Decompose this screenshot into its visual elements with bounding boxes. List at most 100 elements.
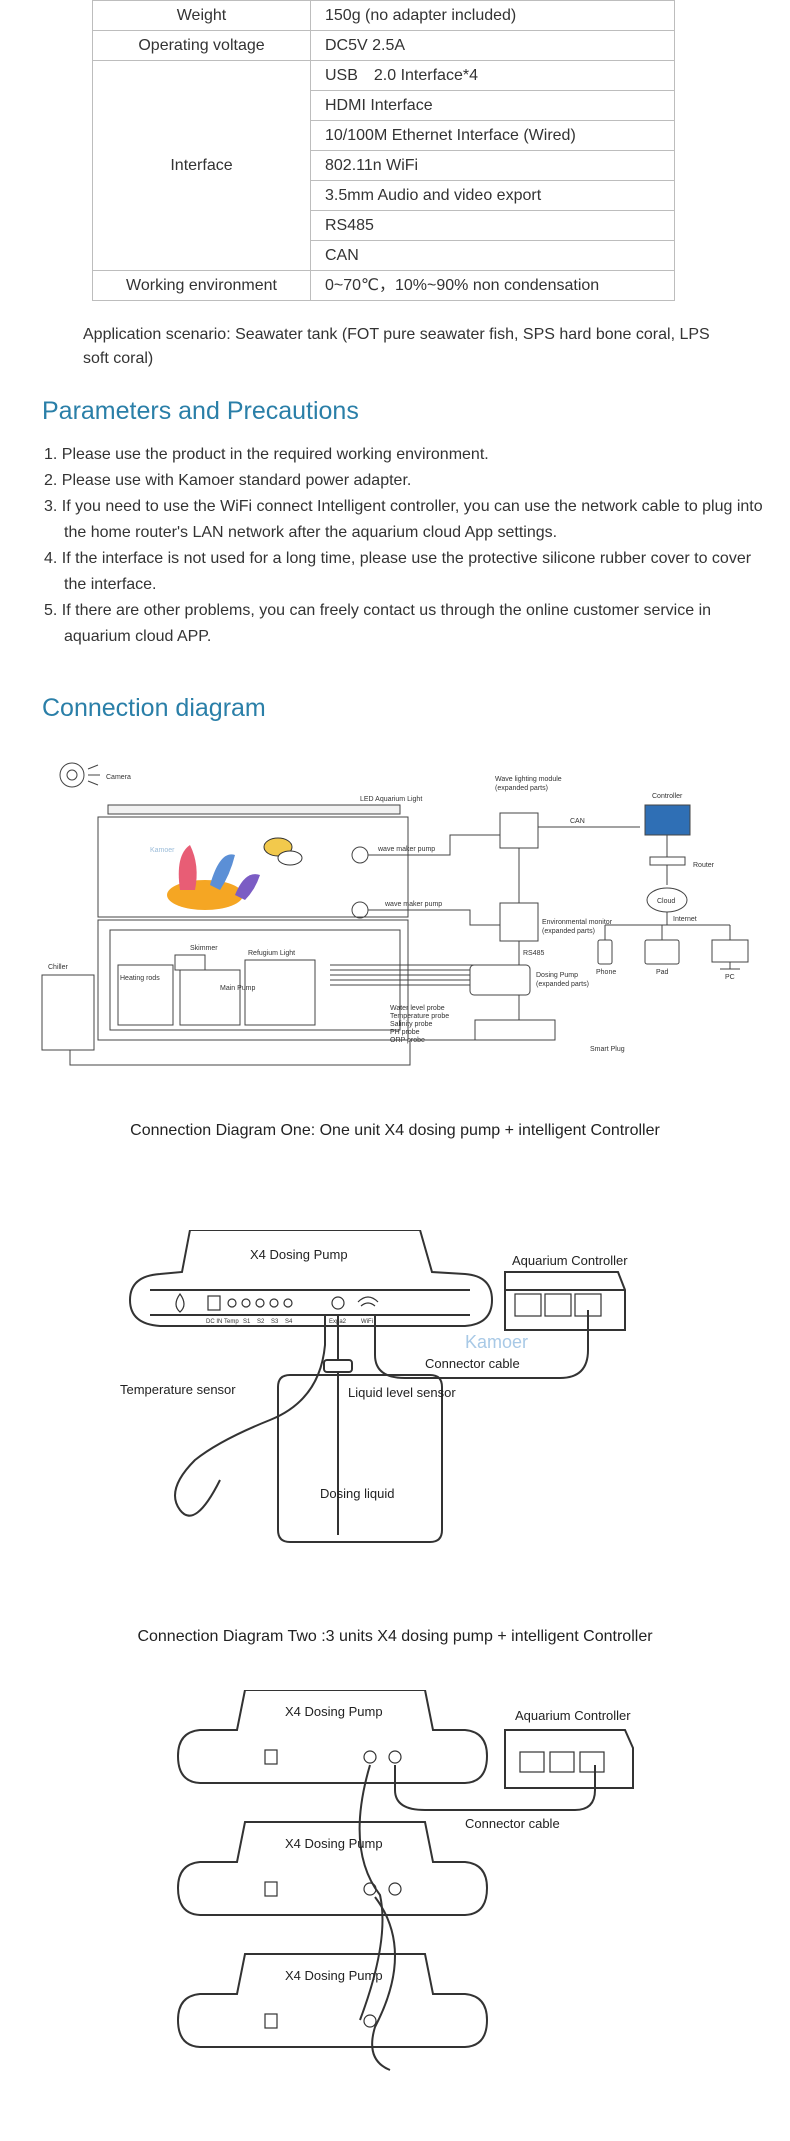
daisy-chain-cable-2 — [371, 1896, 396, 2071]
led-label: LED Aquarium Light — [360, 796, 422, 803]
spec-value: 802.11n WiFi — [310, 150, 675, 181]
caption-diagram-one: Connection Diagram One: One unit X4 dosi… — [130, 1122, 660, 1139]
port-label: Temp — [224, 1319, 239, 1325]
dosing-label: Dosing Pump — [536, 972, 578, 979]
environmental-monitor — [499, 902, 539, 942]
wave-lighting-module — [499, 812, 539, 849]
wave-pump-label-1: wave maker pump — [377, 846, 435, 853]
daisy-chain-cable-1 — [358, 1764, 384, 2021]
spec-value: 150g (no adapter included) — [310, 0, 675, 31]
led-light-bar — [107, 804, 401, 815]
expansion-port — [331, 1296, 345, 1310]
cable-label: Connector cable — [425, 1356, 520, 1371]
heating-label: Heating rods — [120, 975, 160, 982]
orp-label: ORP probe — [390, 1037, 425, 1044]
port-label: DC IN — [206, 1319, 222, 1325]
spec-value: CAN — [310, 240, 675, 271]
pad-label: Pad — [656, 969, 669, 976]
phone-label: Phone — [596, 969, 616, 976]
dosing-expanded-label: (expanded parts) — [536, 981, 589, 988]
phone-icon — [597, 939, 613, 965]
table-row: HDMI Interface — [93, 90, 675, 121]
internet-label: Internet — [673, 916, 697, 923]
pump-title: X4 Dosing Pump — [250, 1247, 348, 1262]
camera-label: Camera — [106, 774, 131, 781]
spec-key: Operating voltage — [92, 30, 311, 61]
pad-icon — [644, 939, 680, 965]
three-pump-diagram: X4 Dosing Pump X4 Dosing Pump X4 Dosing … — [176, 1690, 634, 2071]
controller-unit — [644, 804, 691, 836]
ph-label: PH probe — [390, 1029, 420, 1036]
can-label: CAN — [570, 818, 585, 825]
list-item: 3. If you need to use the WiFi connect I… — [44, 498, 763, 541]
controller-title: Aquarium Controller — [512, 1253, 628, 1268]
chiller-unit — [41, 974, 95, 1051]
list-item: 5. If there are other problems, you can … — [44, 602, 712, 645]
spec-value: HDMI Interface — [310, 90, 675, 121]
dosing-liquid-container — [277, 1374, 443, 1543]
precautions-list: 1. Please use the product in the require… — [44, 442, 764, 650]
list-item: 2. Please use with Kamoer standard power… — [44, 472, 412, 489]
smart-plug-label: Smart Plug — [590, 1046, 625, 1053]
refugium-label: Refugium Light — [248, 950, 295, 957]
table-row: 10/100M Ethernet Interface (Wired) — [93, 120, 675, 151]
application-scenario: Application scenario: Seawater tank (FOT… — [83, 326, 710, 367]
dc-in-port — [207, 1295, 221, 1311]
pc-label: PC — [725, 974, 735, 981]
router-label: Router — [693, 862, 715, 869]
spec-value: 3.5mm Audio and video export — [310, 180, 675, 211]
table-row: CAN — [93, 240, 675, 271]
temperature-sensor-cable — [174, 1315, 326, 1517]
list-item: 1. Please use the product in the require… — [44, 446, 489, 463]
connector-cable — [394, 1765, 596, 1811]
main-pump-label: Main Pump — [220, 985, 256, 992]
spec-key: Working environment — [92, 270, 311, 301]
camera-icon — [59, 762, 85, 788]
dosing-pump-unit — [469, 964, 531, 996]
cloud-label: Cloud — [657, 898, 675, 905]
params-heading: Parameters and Precautions — [42, 397, 359, 425]
dosing-liquid-label: Dosing liquid — [320, 1486, 394, 1501]
connection-heading: Connection diagram — [42, 694, 266, 722]
aquarium-controller-body — [504, 1729, 634, 1789]
table-row: Weight 150g (no adapter included) — [92, 0, 675, 31]
wave-pump-label-2: wave maker pump — [384, 901, 442, 908]
pc-icon — [711, 939, 749, 963]
controller-label: Controller — [652, 793, 683, 800]
pump-title-2: X4 Dosing Pump — [285, 1836, 383, 1851]
system-connection-diagram: Camera LED Aquarium Light Wave lighting … — [41, 762, 749, 1066]
router-icon — [649, 856, 686, 866]
table-row: Operating voltage DC5V 2.5A — [92, 30, 675, 61]
cable-label: Connector cable — [465, 1816, 560, 1831]
dosing-pump-body-1 — [176, 1690, 489, 1784]
water-level-label: Water level probe — [390, 1005, 445, 1012]
skimmer-label: Skimmer — [190, 945, 218, 952]
aquarium-tank — [97, 816, 409, 918]
spec-key: Weight — [92, 0, 311, 31]
env-monitor-label: Environmental monitor — [542, 919, 613, 926]
coral-illustration — [167, 837, 303, 910]
salinity-label: Salinity probe — [390, 1021, 433, 1028]
dosing-pump-body-2 — [176, 1821, 489, 1916]
level-sensor-label: Liquid level sensor — [348, 1385, 456, 1400]
pump-title-3: X4 Dosing Pump — [285, 1968, 383, 1983]
spec-value: USB 2.0 Interface*4 — [310, 60, 675, 91]
spec-value: 10/100M Ethernet Interface (Wired) — [310, 120, 675, 151]
brand-watermark: Kamoer — [150, 847, 175, 854]
dosing-pump-body — [128, 1230, 494, 1327]
wifi-icon — [357, 1296, 379, 1307]
table-row: 3.5mm Audio and video export — [93, 180, 675, 211]
aquarium-controller-body — [504, 1271, 626, 1331]
port-label: S2 — [257, 1319, 265, 1325]
temp-sensor-label: Temperature sensor — [120, 1382, 236, 1397]
wave-module-label: Wave lighting module — [495, 776, 562, 783]
spec-table: Weight 150g (no adapter included) Operat… — [92, 0, 675, 301]
connector-cable — [374, 1310, 589, 1379]
smart-plug — [474, 1019, 556, 1041]
temp-probe-label: Temperature probe — [390, 1013, 449, 1020]
port-label: S4 — [285, 1319, 293, 1325]
rs485-label: RS485 — [523, 950, 545, 957]
spec-value: DC5V 2.5A — [310, 30, 675, 61]
port-label: S1 — [243, 1319, 251, 1325]
port-label: Expa2 — [329, 1319, 347, 1325]
